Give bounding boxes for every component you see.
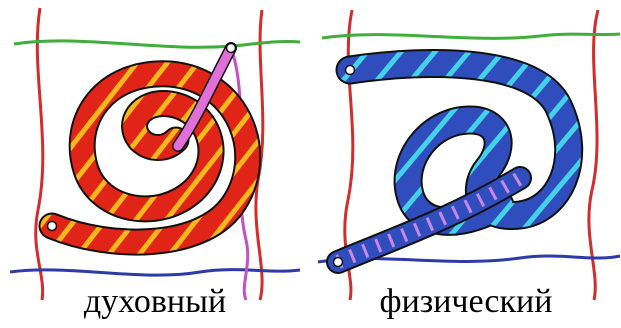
panel-spiritual — [10, 8, 300, 300]
frame-top-green-line — [14, 41, 300, 47]
node-bottom-left — [48, 222, 57, 231]
node-top — [227, 44, 236, 53]
caption-physical: физический — [311, 282, 621, 322]
frame-top-green-line — [322, 34, 620, 38]
caption-spiritual: духовный — [0, 282, 310, 322]
spiral-ribbon — [52, 74, 248, 242]
frame-bottom-blue-line — [10, 270, 300, 275]
node-bottom-left — [334, 258, 343, 267]
node-top-left — [346, 66, 355, 75]
frame-left-red-line — [36, 8, 43, 300]
panel-physical — [318, 10, 620, 300]
